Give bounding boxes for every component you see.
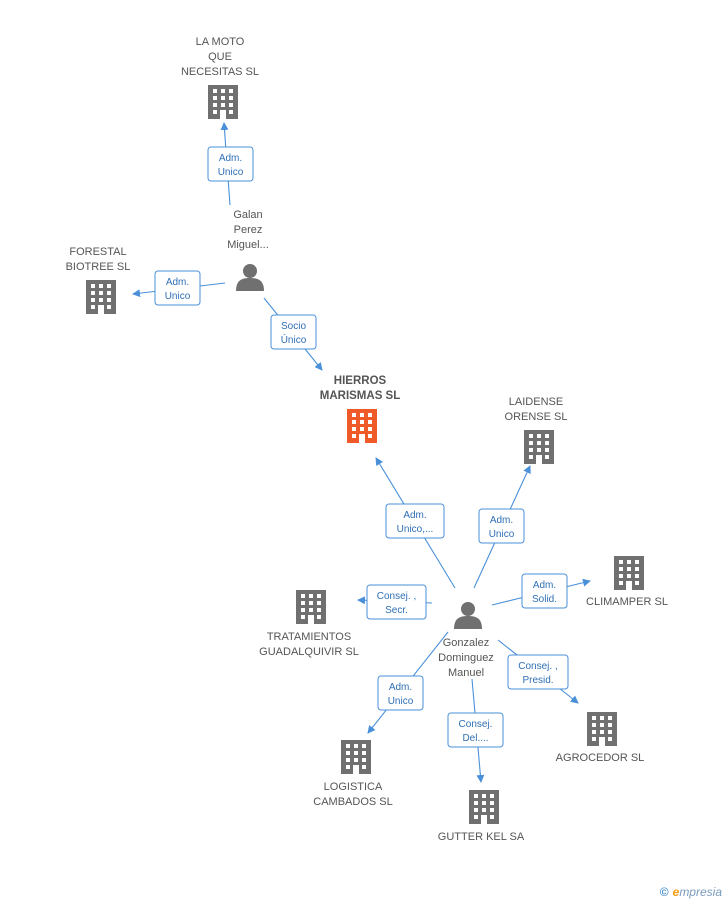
node-label: LOGISTICA — [324, 781, 383, 793]
relation-text: Solid. — [532, 594, 557, 605]
node-label: Dominguez — [438, 652, 494, 664]
building-icon — [469, 790, 499, 824]
node-agrocedor[interactable]: AGROCEDOR SL — [556, 712, 645, 764]
relation-text: Unico — [165, 291, 191, 302]
relation-label-e3[interactable]: Socio Único — [270, 314, 317, 350]
node-label: CLIMAMPER SL — [586, 596, 668, 608]
node-galan[interactable]: Galan Perez Miguel... — [227, 209, 269, 291]
node-label: MARISMAS SL — [320, 390, 401, 402]
building-icon — [524, 430, 554, 464]
node-la-moto[interactable]: LA MOTO QUE NECESITAS SL — [181, 36, 259, 119]
node-gonzalez[interactable]: Gonzalez Dominguez Manuel — [438, 602, 494, 679]
relation-label-e8[interactable]: Consej. , Presid. — [507, 654, 569, 690]
relation-label-e2[interactable]: Adm. Unico — [154, 270, 201, 306]
building-icon — [614, 556, 644, 590]
node-logistica[interactable]: LOGISTICA CAMBADOS SL — [313, 740, 393, 808]
relation-label-e10[interactable]: Consej. Del.... — [447, 712, 504, 748]
relation-text: Adm. — [533, 580, 556, 591]
node-label: LAIDENSE — [509, 396, 563, 408]
relation-text: Unico — [218, 167, 244, 178]
node-label: QUE — [208, 51, 232, 63]
relation-labels: Adm. Unico Adm. Unico Socio Único Adm. U… — [154, 146, 569, 748]
building-icon — [296, 590, 326, 624]
relation-text: Consej. — [459, 719, 493, 730]
node-label: LA MOTO — [196, 36, 245, 48]
node-label: GUADALQUIVIR SL — [259, 646, 359, 658]
building-icon — [347, 409, 377, 443]
relation-text: Adm. — [490, 515, 513, 526]
building-icon — [587, 712, 617, 746]
node-label: NECESITAS SL — [181, 66, 259, 78]
relation-label-e9[interactable]: Adm. Unico — [377, 675, 424, 711]
relation-text: Adm. — [166, 277, 189, 288]
empresia-watermark: ©empresia — [660, 885, 722, 899]
node-label: Manuel — [448, 667, 484, 679]
relation-text: Secr. — [385, 605, 408, 616]
brand-initial: e — [672, 885, 680, 899]
relation-text: Único — [281, 333, 307, 346]
node-label: BIOTREE SL — [66, 261, 131, 273]
node-label: Gonzalez — [443, 637, 489, 649]
building-icon — [208, 85, 238, 119]
person-icon — [236, 264, 264, 291]
person-icon — [454, 602, 482, 629]
relation-text: Presid. — [522, 675, 553, 686]
node-label: Miguel... — [227, 239, 269, 251]
node-climamper[interactable]: CLIMAMPER SL — [586, 556, 668, 608]
node-label: TRATAMIENTOS — [267, 631, 351, 643]
relation-text: Consej. , — [518, 661, 557, 672]
relation-label-e7[interactable]: Consej. , Secr. — [366, 584, 427, 620]
relation-label-e5[interactable]: Adm. Unico — [478, 508, 525, 544]
brand-name: mpresia — [679, 885, 722, 899]
relation-text: Unico,... — [397, 524, 434, 535]
node-tratamientos[interactable]: TRATAMIENTOS GUADALQUIVIR SL — [259, 590, 359, 658]
relation-text: Adm. — [219, 153, 242, 164]
node-label: HIERROS — [334, 375, 387, 387]
copyright-icon: © — [659, 885, 669, 899]
relation-label-e4[interactable]: Adm. Unico,... — [385, 503, 445, 539]
building-icon — [341, 740, 371, 774]
relation-label-e6[interactable]: Adm. Solid. — [521, 573, 568, 609]
relation-text: Adm. — [403, 510, 426, 521]
relation-text: Socio — [281, 321, 306, 332]
node-label: Galan — [233, 209, 262, 221]
building-icon — [86, 280, 116, 314]
relation-text: Del.... — [462, 733, 488, 744]
node-label: AGROCEDOR SL — [556, 752, 645, 764]
relation-text: Consej. , — [377, 591, 416, 602]
node-label: Perez — [234, 224, 263, 236]
relation-text: Unico — [489, 529, 515, 540]
nodes: LA MOTO QUE NECESITAS SL Galan Perez Mig… — [66, 36, 668, 843]
relation-text: Adm. — [389, 682, 412, 693]
node-laidense[interactable]: LAIDENSE ORENSE SL — [505, 396, 568, 464]
node-forestal[interactable]: FORESTAL BIOTREE SL — [66, 246, 131, 314]
node-label: GUTTER KEL SA — [438, 831, 525, 843]
node-label: CAMBADOS SL — [313, 796, 392, 808]
node-gutter[interactable]: GUTTER KEL SA — [438, 790, 525, 843]
node-hierros[interactable]: HIERROS MARISMAS SL — [320, 375, 401, 443]
relation-text: Unico — [388, 696, 414, 707]
node-label: ORENSE SL — [505, 411, 568, 423]
node-label: FORESTAL — [69, 246, 126, 258]
relation-label-e1[interactable]: Adm. Unico — [207, 146, 254, 182]
